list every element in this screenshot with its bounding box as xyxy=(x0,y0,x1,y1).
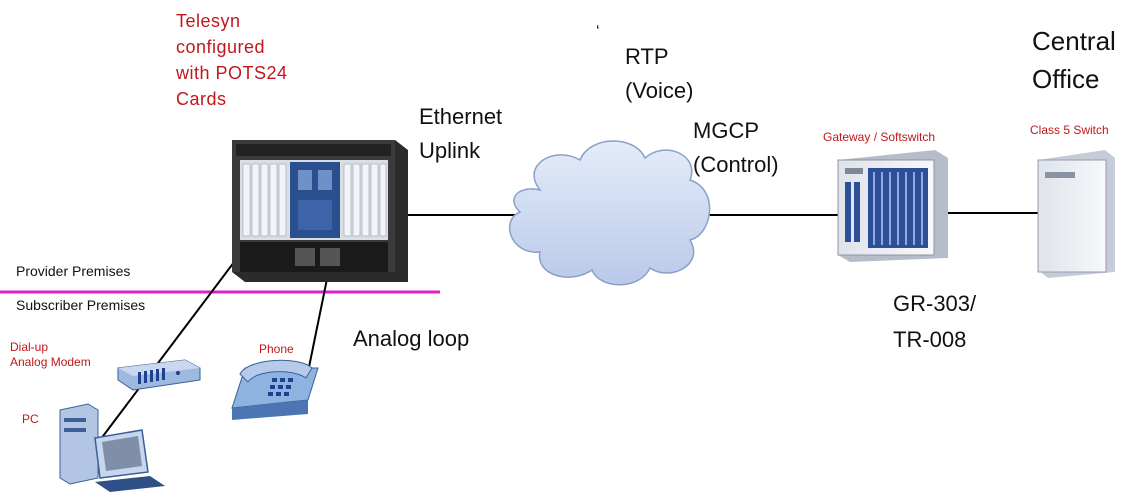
modem-icon xyxy=(117,359,201,391)
pc-icon xyxy=(59,403,165,492)
provider-premises-label: Provider Premises xyxy=(16,263,131,279)
modem-line-2: Analog Modem xyxy=(10,355,91,369)
modem-label: Dial-up Analog Modem xyxy=(10,340,91,370)
central-office-line-1: Central xyxy=(1032,26,1116,56)
mgcp-label: MGCP (Control) xyxy=(693,114,779,182)
analog-loop-label: Analog loop xyxy=(353,326,470,351)
gr303-line-2: TR-008 xyxy=(893,327,967,352)
gr303-label: GR-303/ TR-008 xyxy=(893,286,976,358)
telesyn-line-2: configured xyxy=(176,37,266,57)
stray-mark: ‘ xyxy=(596,23,600,40)
mgcp-line-1: MGCP xyxy=(693,118,759,143)
ethernet-line-1: Ethernet xyxy=(419,104,503,129)
rtp-line-1: RTP xyxy=(625,44,669,69)
telesyn-chassis-icon xyxy=(232,140,408,282)
phone-icon xyxy=(231,359,319,420)
ethernet-line-2: Uplink xyxy=(419,138,481,163)
mgcp-line-2: (Control) xyxy=(693,152,779,177)
gateway-rack-icon xyxy=(837,150,948,262)
telesyn-line-4: Cards xyxy=(176,89,227,109)
phone-label: Phone xyxy=(259,342,294,356)
class5-switch-label: Class 5 Switch xyxy=(1030,123,1109,137)
telesyn-label: Telesyn configured with POTS24 Cards xyxy=(176,8,288,112)
gateway-softswitch-label: Gateway / Softswitch xyxy=(823,130,936,144)
modem-line-1: Dial-up xyxy=(10,340,49,354)
class5-server-icon xyxy=(1037,150,1115,278)
gr303-line-1: GR-303/ xyxy=(893,291,977,316)
central-office-line-2: Office xyxy=(1032,64,1100,94)
central-office-label: Central Office xyxy=(1032,22,1116,98)
subscriber-premises-label: Subscriber Premises xyxy=(16,297,146,313)
telesyn-line-1: Telesyn xyxy=(176,11,241,31)
cloud-icon xyxy=(509,140,711,286)
telesyn-line-3: with POTS24 xyxy=(176,63,288,83)
ethernet-uplink-label: Ethernet Uplink xyxy=(419,100,502,168)
rtp-label: RTP (Voice) xyxy=(625,40,693,108)
pc-label: PC xyxy=(22,412,39,426)
rtp-line-2: (Voice) xyxy=(625,78,694,103)
